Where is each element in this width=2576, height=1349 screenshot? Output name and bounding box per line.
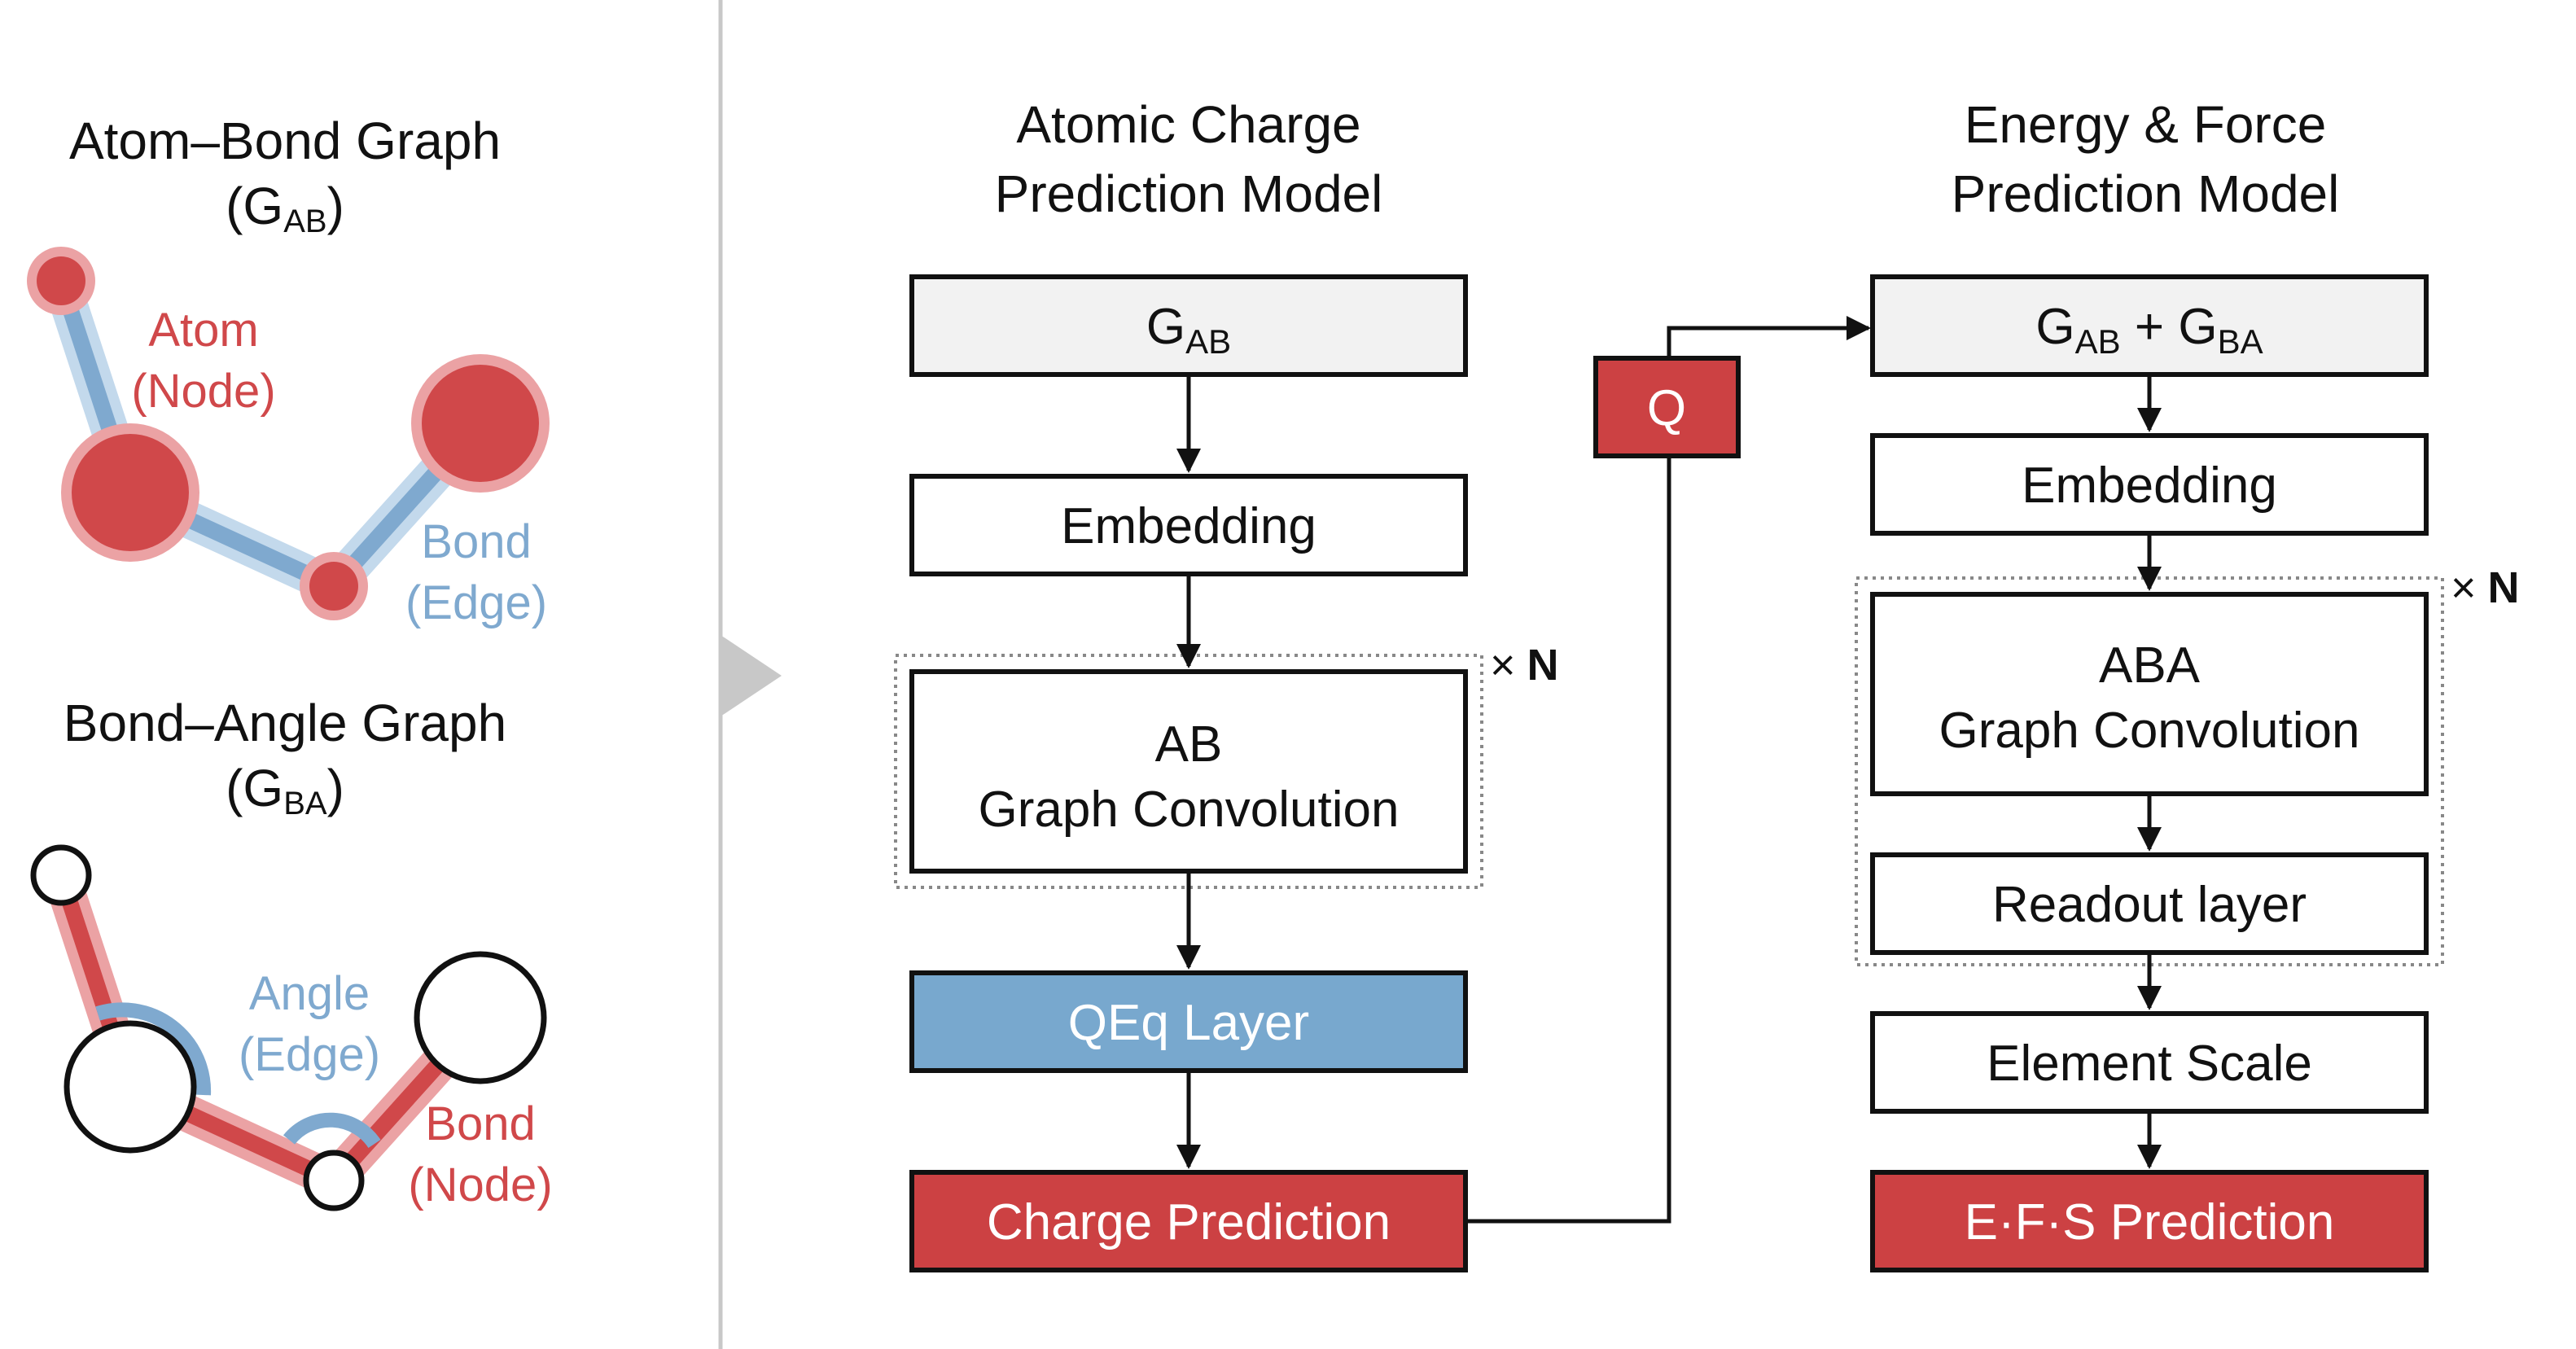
energy-conv-box	[1870, 592, 2429, 796]
ba-graph-title-symbol: (GBA)	[226, 759, 344, 821]
ba-graph-nodes	[30, 844, 547, 1211]
charge-input-label: GAB	[1146, 299, 1231, 361]
energy-input-label: GAB + GBA	[2035, 299, 2263, 361]
bond-node	[303, 1150, 365, 1211]
charge-conv-box	[909, 669, 1468, 874]
energy-embedding-box	[1870, 433, 2429, 536]
charge-model-title-sub: Prediction Model	[995, 164, 1383, 223]
charge-input-box	[909, 274, 1468, 377]
energy-embedding-label: Embedding	[2022, 458, 2277, 514]
atom-label-sub: (Node)	[131, 365, 275, 418]
atom-node	[37, 256, 85, 305]
efs-prediction-label: E·F·S Prediction	[1965, 1194, 2335, 1250]
angle-edge-label: Angle	[249, 967, 370, 1020]
bond-edge-label: Bond	[421, 515, 531, 568]
q-connector-lines	[1468, 316, 1871, 1224]
q-box	[1593, 356, 1741, 458]
element-scale-box	[1870, 1011, 2429, 1114]
bond-node	[64, 1020, 197, 1154]
charge-prediction-label: Charge Prediction	[987, 1194, 1391, 1250]
ab-graph-atoms	[27, 247, 550, 620]
charge-conv-label-sub: Graph Convolution	[979, 782, 1400, 838]
q-box-label: Q	[1647, 380, 1686, 436]
energy-conv-label: ABA	[2099, 637, 2201, 694]
atom-node	[309, 562, 358, 611]
ba-graph-title: Bond–Angle Graph	[64, 694, 506, 752]
angle-edge-label-sub: (Edge)	[239, 1028, 380, 1081]
charge-embedding-label: Embedding	[1061, 498, 1316, 554]
charge-embedding-box	[909, 474, 1468, 576]
bond-node-label-sub: (Node)	[408, 1158, 552, 1211]
readout-layer-label: Readout layer	[1992, 877, 2307, 933]
bond-node	[30, 844, 92, 906]
charge-conv-label: AB	[1155, 716, 1223, 773]
bond-node-label: Bond	[425, 1097, 535, 1150]
ba-graph-angle-arcs	[95, 1002, 381, 1149]
energy-input-box	[1870, 274, 2429, 377]
efs-prediction-box	[1870, 1170, 2429, 1272]
energy-repeat-label: ×N	[2451, 563, 2520, 612]
ab-graph-title-symbol: (GAB)	[226, 177, 344, 239]
ab-graph-title: Atom–Bond Graph	[69, 112, 501, 170]
charge-model-title: Atomic Charge	[1016, 95, 1360, 154]
qeq-layer-label: QEq Layer	[1068, 995, 1309, 1051]
panel-pointer-triangle	[721, 635, 782, 716]
bond-edge-label-sub: (Edge)	[405, 576, 547, 629]
readout-layer-box	[1870, 852, 2429, 955]
atom-node	[72, 434, 189, 551]
charge-repeat-label: ×N	[1490, 641, 1559, 690]
qeq-layer-box	[909, 970, 1468, 1073]
energy-model-title: Energy & Force	[1965, 95, 2327, 154]
atom-node	[422, 365, 539, 482]
charge-prediction-box	[909, 1170, 1468, 1272]
energy-conv-label-sub: Graph Convolution	[1939, 703, 2360, 759]
atom-label: Atom	[148, 304, 258, 357]
element-scale-label: Element Scale	[1987, 1036, 2312, 1092]
energy-model-title-sub: Prediction Model	[1952, 164, 2340, 223]
bond-node	[414, 951, 547, 1084]
